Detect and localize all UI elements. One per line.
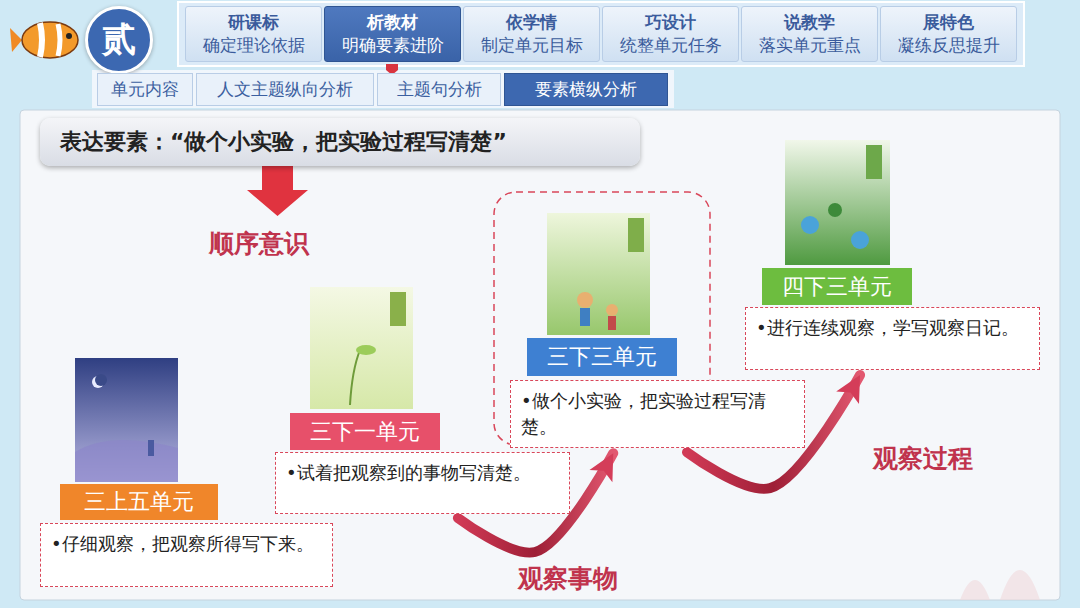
sub-tab: 单元内容 bbox=[97, 73, 193, 106]
sub-tab: 人文主题纵向分析 bbox=[196, 73, 374, 106]
node-text: •做个小实验，把实验过程写清楚。 bbox=[521, 388, 794, 440]
decor-shape bbox=[350, 350, 360, 405]
edge-label: 观察事物 bbox=[515, 562, 621, 595]
node-subtext: 凝练反思提升 bbox=[898, 34, 1000, 57]
decor-shape bbox=[75, 358, 178, 482]
decor-shape bbox=[580, 308, 590, 326]
node-text: 巧设计 bbox=[645, 11, 696, 34]
node-text: 依学情 bbox=[506, 11, 557, 34]
edge-label: 观察过程 bbox=[870, 442, 976, 475]
decor-shape bbox=[66, 33, 72, 39]
nav-tab: 说教学落实单元重点 bbox=[741, 6, 878, 62]
node-subtext: 统整单元任务 bbox=[620, 34, 722, 57]
decor-shape bbox=[866, 145, 882, 179]
note-box: •仔细观察，把观察所得写下来。 bbox=[40, 523, 333, 587]
decor-shape bbox=[801, 216, 819, 234]
decor-shape bbox=[828, 203, 842, 217]
note-box: •做个小实验，把实验过程写清楚。 bbox=[510, 380, 805, 448]
node-text: •进行连续观察，学写观察日记。 bbox=[756, 315, 1019, 341]
decor-shape bbox=[310, 287, 413, 409]
decor-shape bbox=[148, 440, 154, 456]
decor-shape bbox=[960, 570, 1040, 600]
decor-shape bbox=[22, 22, 78, 58]
nav-tab: 展特色凝练反思提升 bbox=[880, 6, 1017, 62]
decor-shape bbox=[547, 213, 650, 335]
nav-tab: 依学情制定单元目标 bbox=[463, 6, 600, 62]
sub-tab-active: 要素横纵分析 bbox=[504, 73, 668, 106]
note-box: •试着把观察到的事物写清楚。 bbox=[275, 452, 570, 514]
node-text: 析教材 bbox=[367, 11, 418, 34]
node-text: 三下三单元 bbox=[547, 342, 657, 372]
node-subtext: 制定单元目标 bbox=[481, 34, 583, 57]
decor-shape bbox=[606, 304, 618, 316]
node-text: 说教学 bbox=[784, 11, 835, 34]
decor-shape bbox=[547, 213, 650, 335]
sub-tab: 主题句分析 bbox=[377, 73, 501, 106]
decor-shape bbox=[310, 287, 413, 409]
node-text: 三上五单元 bbox=[84, 487, 194, 517]
node-text: •试着把观察到的事物写清楚。 bbox=[286, 460, 531, 486]
node-subtext: 明确要素进阶 bbox=[342, 34, 444, 57]
decor-shape bbox=[95, 374, 107, 386]
unit-label: 四下三单元 bbox=[762, 268, 912, 305]
node-text: 人文主题纵向分析 bbox=[217, 78, 353, 101]
header-box: 表达要素：“做个小实验，把实验过程写清楚” bbox=[40, 118, 640, 166]
node-text: 研课标 bbox=[228, 11, 279, 34]
section-badge: 贰 bbox=[85, 6, 153, 74]
node-text: 单元内容 bbox=[111, 78, 179, 101]
node-text: •仔细观察，把观察所得写下来。 bbox=[51, 531, 314, 557]
decor-shape bbox=[40, 23, 42, 57]
decor-shape bbox=[92, 70, 674, 108]
node-text: 四下三单元 bbox=[782, 272, 892, 302]
node-text: 贰 bbox=[102, 17, 136, 63]
decor-shape bbox=[20, 110, 1060, 600]
decor-shape bbox=[356, 345, 376, 355]
unit-label: 三上五单元 bbox=[60, 484, 218, 520]
decor-shape bbox=[10, 22, 78, 58]
node-text: 三下一单元 bbox=[310, 417, 420, 447]
nav-tab: 研课标确定理论依据 bbox=[185, 6, 322, 62]
decor-shape bbox=[10, 28, 22, 52]
decor-shape bbox=[851, 231, 869, 249]
decor-shape bbox=[58, 24, 60, 56]
unit-label: 三下三单元 bbox=[527, 338, 677, 376]
node-text: 要素横纵分析 bbox=[535, 78, 637, 101]
nav-tab-active: 析教材明确要素进阶 bbox=[324, 6, 461, 62]
decor-shape bbox=[178, 2, 1024, 66]
decor-shape bbox=[785, 140, 890, 265]
note-box: •进行连续观察，学写观察日记。 bbox=[745, 307, 1040, 370]
decor-shape bbox=[628, 218, 644, 252]
node-text: 主题句分析 bbox=[397, 78, 482, 101]
decor-shape bbox=[390, 292, 406, 326]
unit-label: 三下一单元 bbox=[290, 413, 440, 450]
node-text: 表达要素：“做个小实验，把实验过程写清楚” bbox=[60, 127, 507, 157]
decor-shape bbox=[785, 140, 890, 265]
node-subtext: 落实单元重点 bbox=[759, 34, 861, 57]
decor-shape bbox=[247, 166, 308, 216]
decor-shape bbox=[75, 440, 178, 482]
node-text: 展特色 bbox=[923, 11, 974, 34]
decor-shape bbox=[577, 292, 593, 308]
nav-tab: 巧设计统整单元任务 bbox=[602, 6, 739, 62]
decor-shape bbox=[608, 316, 616, 330]
stage-label: 顺序意识 bbox=[206, 227, 312, 260]
node-subtext: 确定理论依据 bbox=[203, 34, 305, 57]
decor-shape bbox=[75, 358, 178, 482]
